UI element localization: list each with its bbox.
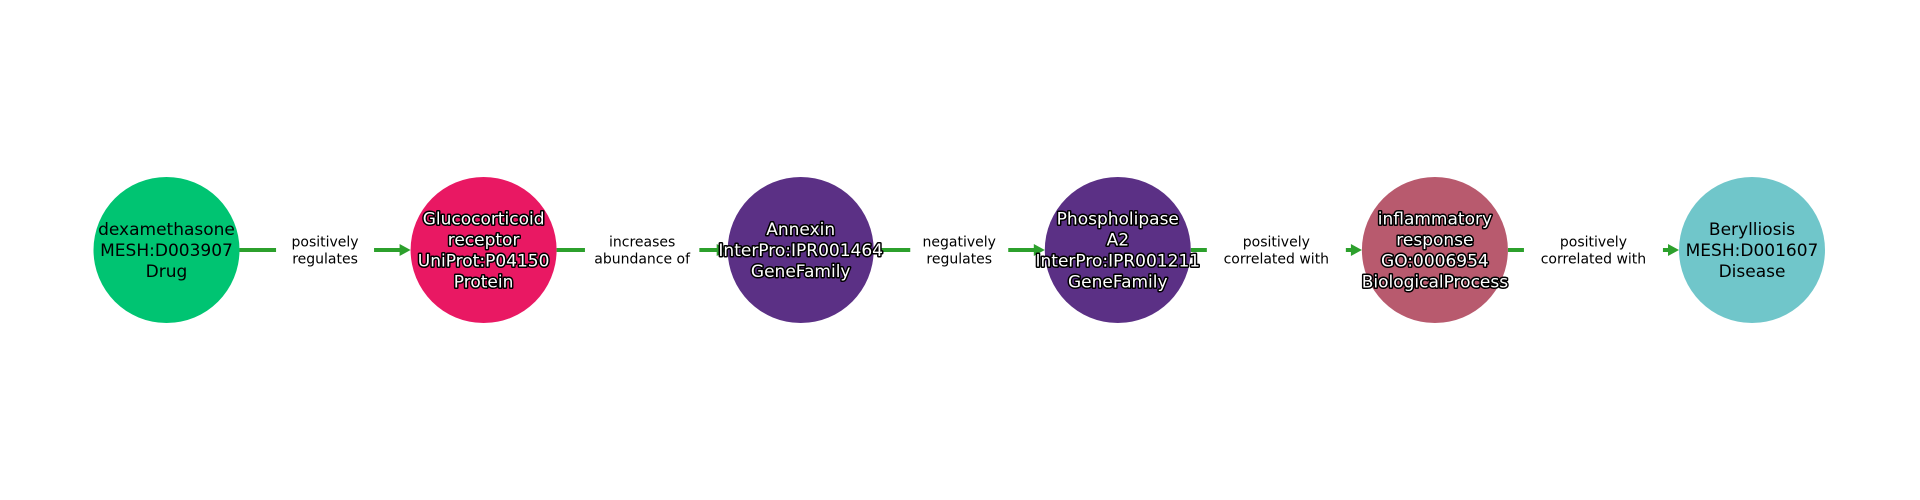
edge-label: increases (609, 235, 675, 251)
node-label: Glucocorticoid (423, 210, 545, 230)
node-circle[interactable] (410, 177, 557, 323)
arrowhead-icon (1668, 244, 1679, 256)
arrowhead-icon (1350, 244, 1362, 256)
node-label: BiologicalProcess (1362, 273, 1509, 293)
edge-label: regulates (926, 252, 992, 268)
edge-label: negatively (923, 235, 996, 251)
node-label: Berylliosis (1709, 220, 1795, 240)
node-label: A2 (1107, 231, 1129, 251)
node[interactable]: PhospholipaseA2InterPro:IPR001211GeneFam… (1034, 177, 1202, 323)
node-label: InterPro:IPR001211 (1036, 252, 1201, 272)
node-circle[interactable] (93, 177, 240, 323)
node-label: GeneFamily (751, 262, 851, 282)
node-label: MESH:D003907 (100, 241, 233, 261)
node-label: Phospholipase (1057, 210, 1179, 230)
node-label: Disease (1719, 262, 1786, 282)
node-label: GeneFamily (1068, 273, 1168, 293)
node[interactable]: GlucocorticoidreceptorUniProt:P04150Prot… (410, 177, 557, 323)
edge-label: positively (292, 235, 359, 251)
edge-label: regulates (292, 252, 358, 268)
node-label: UniProt:P04150 (418, 252, 550, 272)
arrowhead-icon (399, 244, 411, 256)
node-circle[interactable] (1361, 177, 1508, 323)
node[interactable]: inflammatoryresponseGO:0006954Biological… (1360, 177, 1510, 323)
node-label: response (1396, 231, 1473, 251)
edge-label: positively (1560, 235, 1627, 251)
edge-label: abundance of (594, 252, 691, 268)
node-label: Drug (146, 262, 188, 282)
node-circle[interactable] (1679, 177, 1825, 323)
node-label: inflammatory (1378, 210, 1492, 230)
node-label: Annexin (766, 220, 835, 240)
edge-label: correlated with (1224, 252, 1329, 268)
node-label: dexamethasone (98, 220, 235, 240)
node-label: MESH:D001607 (1686, 241, 1819, 261)
edge-label: positively (1243, 235, 1310, 251)
node-label: receptor (448, 231, 520, 251)
node-circle[interactable] (727, 177, 874, 323)
arrowhead-icon (716, 244, 728, 256)
node-label: Protein (454, 273, 514, 293)
edge-label: correlated with (1541, 252, 1646, 268)
node-label: InterPro:IPR001464 (718, 241, 883, 261)
node-label: GO:0006954 (1381, 252, 1489, 272)
node-circle[interactable] (1044, 177, 1191, 323)
arrowhead-icon (1033, 244, 1045, 256)
